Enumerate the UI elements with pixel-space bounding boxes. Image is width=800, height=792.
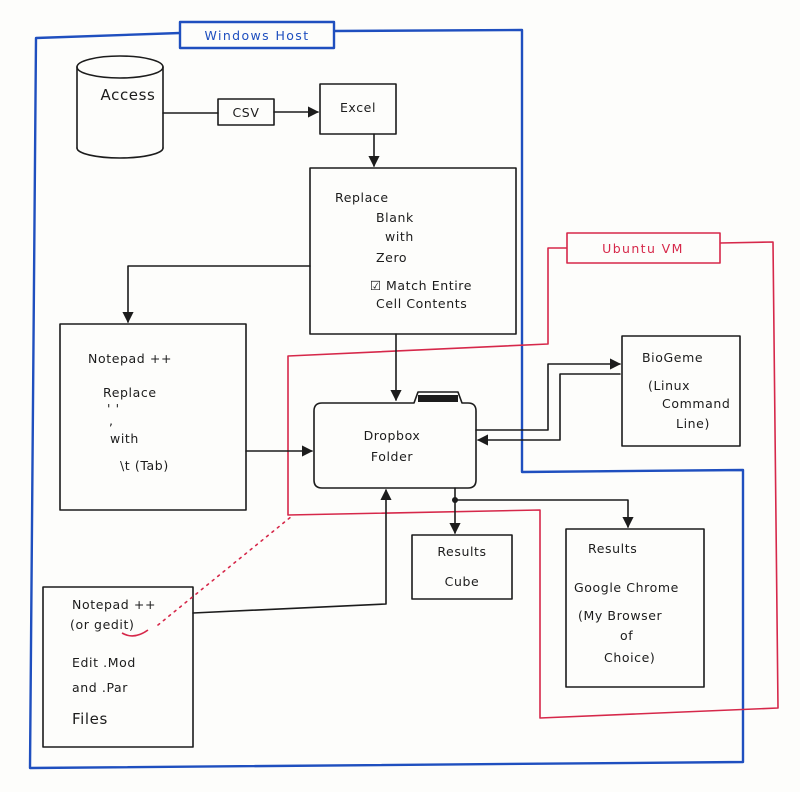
results-chrome-line5: Choice): [604, 650, 655, 665]
results-chrome-line1: Results: [588, 541, 637, 556]
results-chrome-line2: Google Chrome: [574, 580, 679, 595]
notepad-edit-node: Notepad ++ (or gedit) Edit .Mod and .Par…: [42, 586, 194, 748]
red-underline-mark: [121, 629, 149, 637]
notepad-edit-line3: and .Par: [72, 680, 128, 695]
biogeme-line3: Line): [676, 416, 710, 431]
notepad-replace-line2: ' ': [107, 401, 120, 416]
windows-host-label-box: [178, 20, 336, 50]
edit-to-dropbox-arrow: [192, 488, 392, 614]
dropbox-line2: Folder: [371, 449, 413, 464]
biogeme-title: BioGeme: [642, 350, 703, 365]
results-chrome-line3: (My Browser: [578, 608, 663, 623]
dropbox-folder-node: Dropbox Folder: [313, 391, 477, 489]
replace-line3: with: [385, 229, 414, 244]
replace-line4: Zero: [376, 250, 407, 265]
replace-line5: Match Entire: [386, 278, 472, 293]
replace-to-notepad-arrow: [122, 265, 311, 324]
notepad-replace-line3: ,: [109, 413, 114, 428]
notepad-replace-line1: Replace: [103, 385, 157, 400]
replace-line6: Cell Contents: [376, 296, 467, 311]
notepad-edit-title: Notepad ++: [72, 597, 156, 612]
replace-line2: Blank: [376, 210, 414, 225]
folder-tab-icon: [418, 395, 458, 402]
notepad-edit-line4: Files: [72, 710, 108, 728]
excel-node: Excel: [319, 83, 397, 135]
replace-line1: Replace: [335, 190, 389, 205]
windows-host-boundary: [28, 28, 745, 770]
biogeme-line2: Command: [662, 396, 730, 411]
checkbox-icon: ☑: [370, 278, 382, 293]
notepad-edit-line1: (or gedit): [70, 617, 134, 632]
access-database-node: Access: [76, 55, 164, 159]
csv-node: CSV: [217, 98, 275, 126]
ubuntu-vm-label: Ubuntu VM: [602, 241, 684, 256]
results-cube-node: Results Cube: [411, 534, 513, 600]
notepad-replace-line4: with: [110, 431, 139, 446]
dropbox-to-biogeme-arrow: [475, 358, 622, 431]
replace-blank-node: Replace Blank with Zero ☑ Match Entire C…: [309, 167, 517, 335]
windows-host-label: Windows Host: [204, 28, 309, 43]
notepad-replace-line5: \t (Tab): [120, 458, 169, 473]
dropbox-to-chrome-arrow: [454, 499, 634, 529]
results-chrome-line4: of: [620, 628, 633, 643]
ubuntu-vm-boundary: [287, 241, 779, 719]
csv-label: CSV: [232, 105, 259, 120]
notepad-replace-title: Notepad ++: [88, 351, 172, 366]
biogeme-to-dropbox-arrow: [476, 373, 621, 446]
gedit-to-vm-dotted-link: [157, 515, 293, 626]
notepad-replace-node: Notepad ++ Replace ' ' , with \t (Tab): [59, 323, 247, 511]
access-label: Access: [101, 86, 156, 104]
results-chrome-node: Results Google Chrome (My Browser of Cho…: [565, 528, 705, 688]
biogeme-node: BioGeme (Linux Command Line): [621, 335, 741, 447]
biogeme-line1: (Linux: [648, 378, 690, 393]
results-cube-line2: Cube: [445, 574, 480, 589]
results-cube-line1: Results: [437, 544, 486, 559]
excel-label: Excel: [340, 100, 376, 115]
notepad-edit-line2: Edit .Mod: [72, 655, 136, 670]
dropbox-line1: Dropbox: [364, 428, 421, 443]
ubuntu-vm-label-box: [566, 232, 721, 264]
